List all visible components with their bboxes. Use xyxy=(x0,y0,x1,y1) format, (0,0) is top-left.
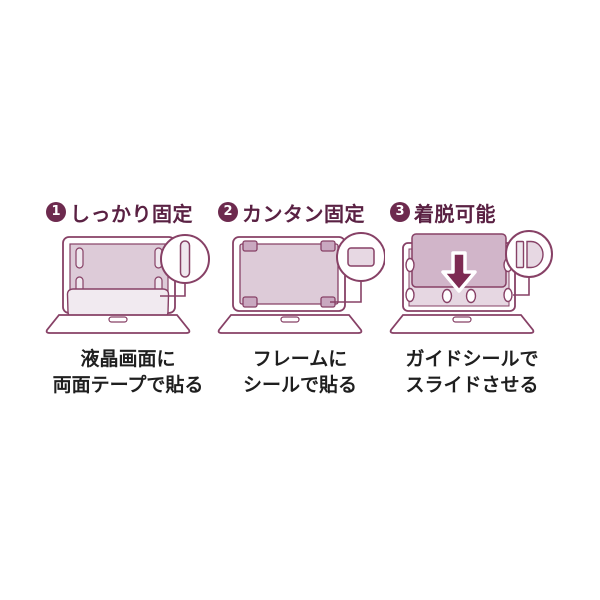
step-3-header: 3 着脱可能 xyxy=(386,200,558,226)
step-2-number-badge: 2 xyxy=(218,202,238,222)
corner-seal-top-right-icon xyxy=(320,240,336,252)
guide-seal-left-bottom-icon xyxy=(405,287,415,303)
laptop-corner-seals-illustration xyxy=(217,232,385,334)
step-3-number-badge: 3 xyxy=(390,202,410,222)
laptop-screen xyxy=(239,243,339,305)
step-3-caption-line1: ガイドシールで xyxy=(405,348,539,370)
step-1-title: しっかり固定 xyxy=(70,201,193,226)
callout-line xyxy=(330,281,362,303)
guide-seal-right-bottom-icon xyxy=(503,287,513,303)
step-1-number-badge: 1 xyxy=(46,202,66,222)
step-3-title: 着脱可能 xyxy=(414,201,496,226)
laptop-base xyxy=(45,314,191,334)
step-1-caption-line1: 液晶画面に xyxy=(80,348,176,370)
laptop-latch xyxy=(452,316,472,323)
laptop-base xyxy=(389,314,535,334)
guide-seal-icon-bar xyxy=(515,240,525,269)
step-2-caption-line2: シールで貼る xyxy=(242,373,357,396)
protective-film-sheet xyxy=(66,288,170,318)
guide-seal-bottom-center-left-icon xyxy=(441,288,453,304)
corner-seal-bottom-left-icon xyxy=(242,296,258,308)
callout-line xyxy=(160,283,186,297)
guide-seal-bottom-center-right-icon xyxy=(465,288,477,304)
laptop-double-sided-tape-illustration xyxy=(45,234,210,334)
step-1-caption-line2: 両面テープで貼る xyxy=(52,373,204,396)
corner-seal-top-left-icon xyxy=(242,240,258,252)
laptop-slide-filter-illustration xyxy=(389,230,553,334)
step-2-header: 2 カンタン固定 xyxy=(214,200,386,226)
tape-strip-icon xyxy=(179,240,191,278)
guide-seal-icon xyxy=(526,240,544,269)
step-1-caption: 液晶画面に 両面テープで貼る xyxy=(42,347,214,398)
seal-icon xyxy=(347,247,375,267)
step-1-firm-fix: 1 しっかり固定 液晶画面に 両面テープで貼る xyxy=(42,200,214,398)
down-arrow-icon xyxy=(441,251,477,293)
laptop-latch xyxy=(108,316,128,323)
tape-strip-top-left-icon xyxy=(75,247,84,269)
callout-line xyxy=(513,277,530,296)
step-1-header: 1 しっかり固定 xyxy=(42,200,214,226)
attachment-methods-diagram: 1 しっかり固定 液晶画面に 両面テープで貼る xyxy=(42,0,558,398)
laptop-latch xyxy=(280,316,300,323)
step-3-caption-line2: スライドさせる xyxy=(405,373,539,396)
step-2-caption-line1: フレームに xyxy=(252,348,348,370)
step-2-caption: フレームに シールで貼る xyxy=(214,347,386,398)
step-3-caption: ガイドシールで スライドさせる xyxy=(386,347,558,398)
laptop-base xyxy=(217,314,363,334)
step-2-easy-fix: 2 カンタン固定 フレームに シールで貼る xyxy=(214,200,386,398)
step-3-removable: 3 着脱可能 xyxy=(386,200,558,398)
guide-seal-left-top-icon xyxy=(405,257,415,273)
step-2-title: カンタン固定 xyxy=(242,201,365,226)
